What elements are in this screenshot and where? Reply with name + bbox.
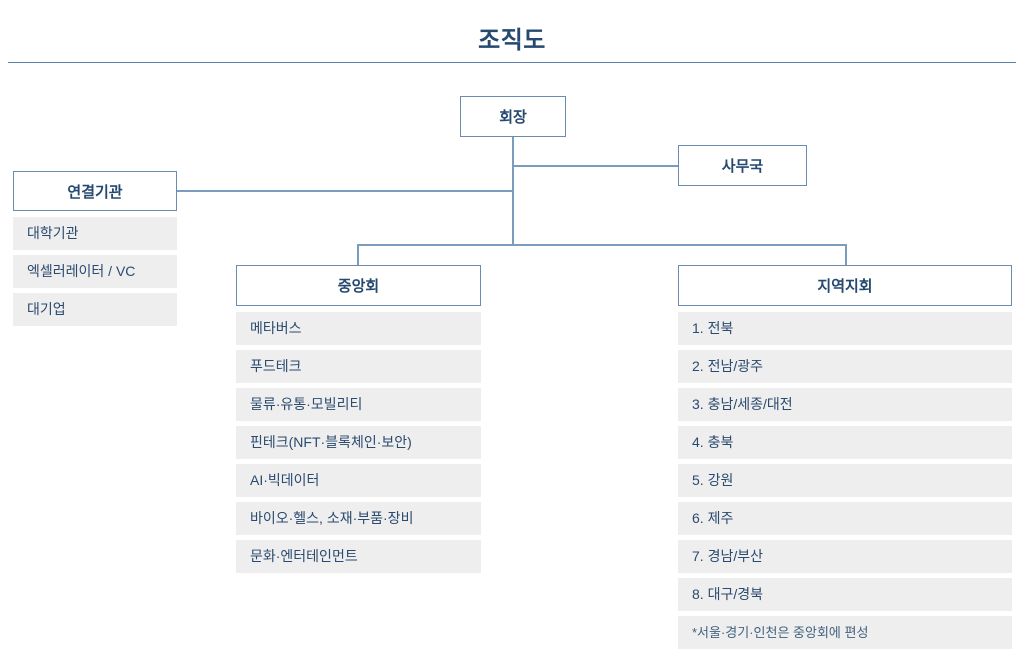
node-regional[interactable]: 지역지회 (678, 265, 1012, 306)
list-item[interactable]: 대학기관 (13, 217, 177, 250)
list-item[interactable]: 3. 충남/세종/대전 (678, 388, 1012, 421)
list-item[interactable]: 엑셀러레이터 / VC (13, 255, 177, 288)
list-item[interactable]: 메타버스 (236, 312, 481, 345)
page-title: 조직도 (478, 27, 546, 54)
list-item[interactable]: 6. 제주 (678, 502, 1012, 535)
node-secretariat[interactable]: 사무국 (678, 145, 807, 186)
list-item[interactable]: AI·빅데이터 (236, 464, 481, 497)
node-chairman-label: 회장 (499, 109, 527, 126)
list-item[interactable]: 바이오·헬스, 소재·부품·장비 (236, 502, 481, 535)
list-item[interactable]: 문화·엔터테인먼트 (236, 540, 481, 573)
list-item[interactable]: 대기업 (13, 293, 177, 326)
regional-item-list: 1. 전북 2. 전남/광주 3. 충남/세종/대전 4. 충북 5. 강원 6. 제주 7… (678, 312, 1012, 654)
list-item[interactable]: 물류·유통·모빌리티 (236, 388, 481, 421)
connector-chairman-to-secretariat (512, 165, 679, 167)
node-central[interactable]: 중앙회 (236, 265, 481, 306)
list-item[interactable]: 4. 충북 (678, 426, 1012, 459)
list-item[interactable]: 5. 강원 (678, 464, 1012, 497)
node-secretariat-label: 사무국 (721, 158, 764, 175)
node-regional-label: 지역지회 (817, 278, 873, 295)
connector-drop-central (357, 244, 359, 266)
node-affiliate-label: 연결기관 (67, 183, 123, 201)
title-divider (8, 62, 1016, 63)
list-item[interactable]: 2. 전남/광주 (678, 350, 1012, 383)
node-chairman[interactable]: 회장 (460, 96, 566, 137)
node-central-label: 중앙회 (337, 278, 380, 295)
list-item[interactable]: 핀테크(NFT·블록체인·보안) (236, 426, 481, 459)
node-affiliate[interactable]: 연결기관 (13, 171, 177, 211)
list-item-note: *서울·경기·인천은 중앙회에 편성 (678, 616, 1012, 649)
list-item[interactable]: 1. 전북 (678, 312, 1012, 345)
connector-drop-regional (845, 244, 847, 266)
list-item[interactable]: 푸드테크 (236, 350, 481, 383)
connector-bottom-bus (357, 244, 846, 246)
list-item[interactable]: 8. 대구/경북 (678, 578, 1012, 611)
connector-chairman-to-affiliate (176, 190, 513, 192)
list-item[interactable]: 7. 경남/부산 (678, 540, 1012, 573)
